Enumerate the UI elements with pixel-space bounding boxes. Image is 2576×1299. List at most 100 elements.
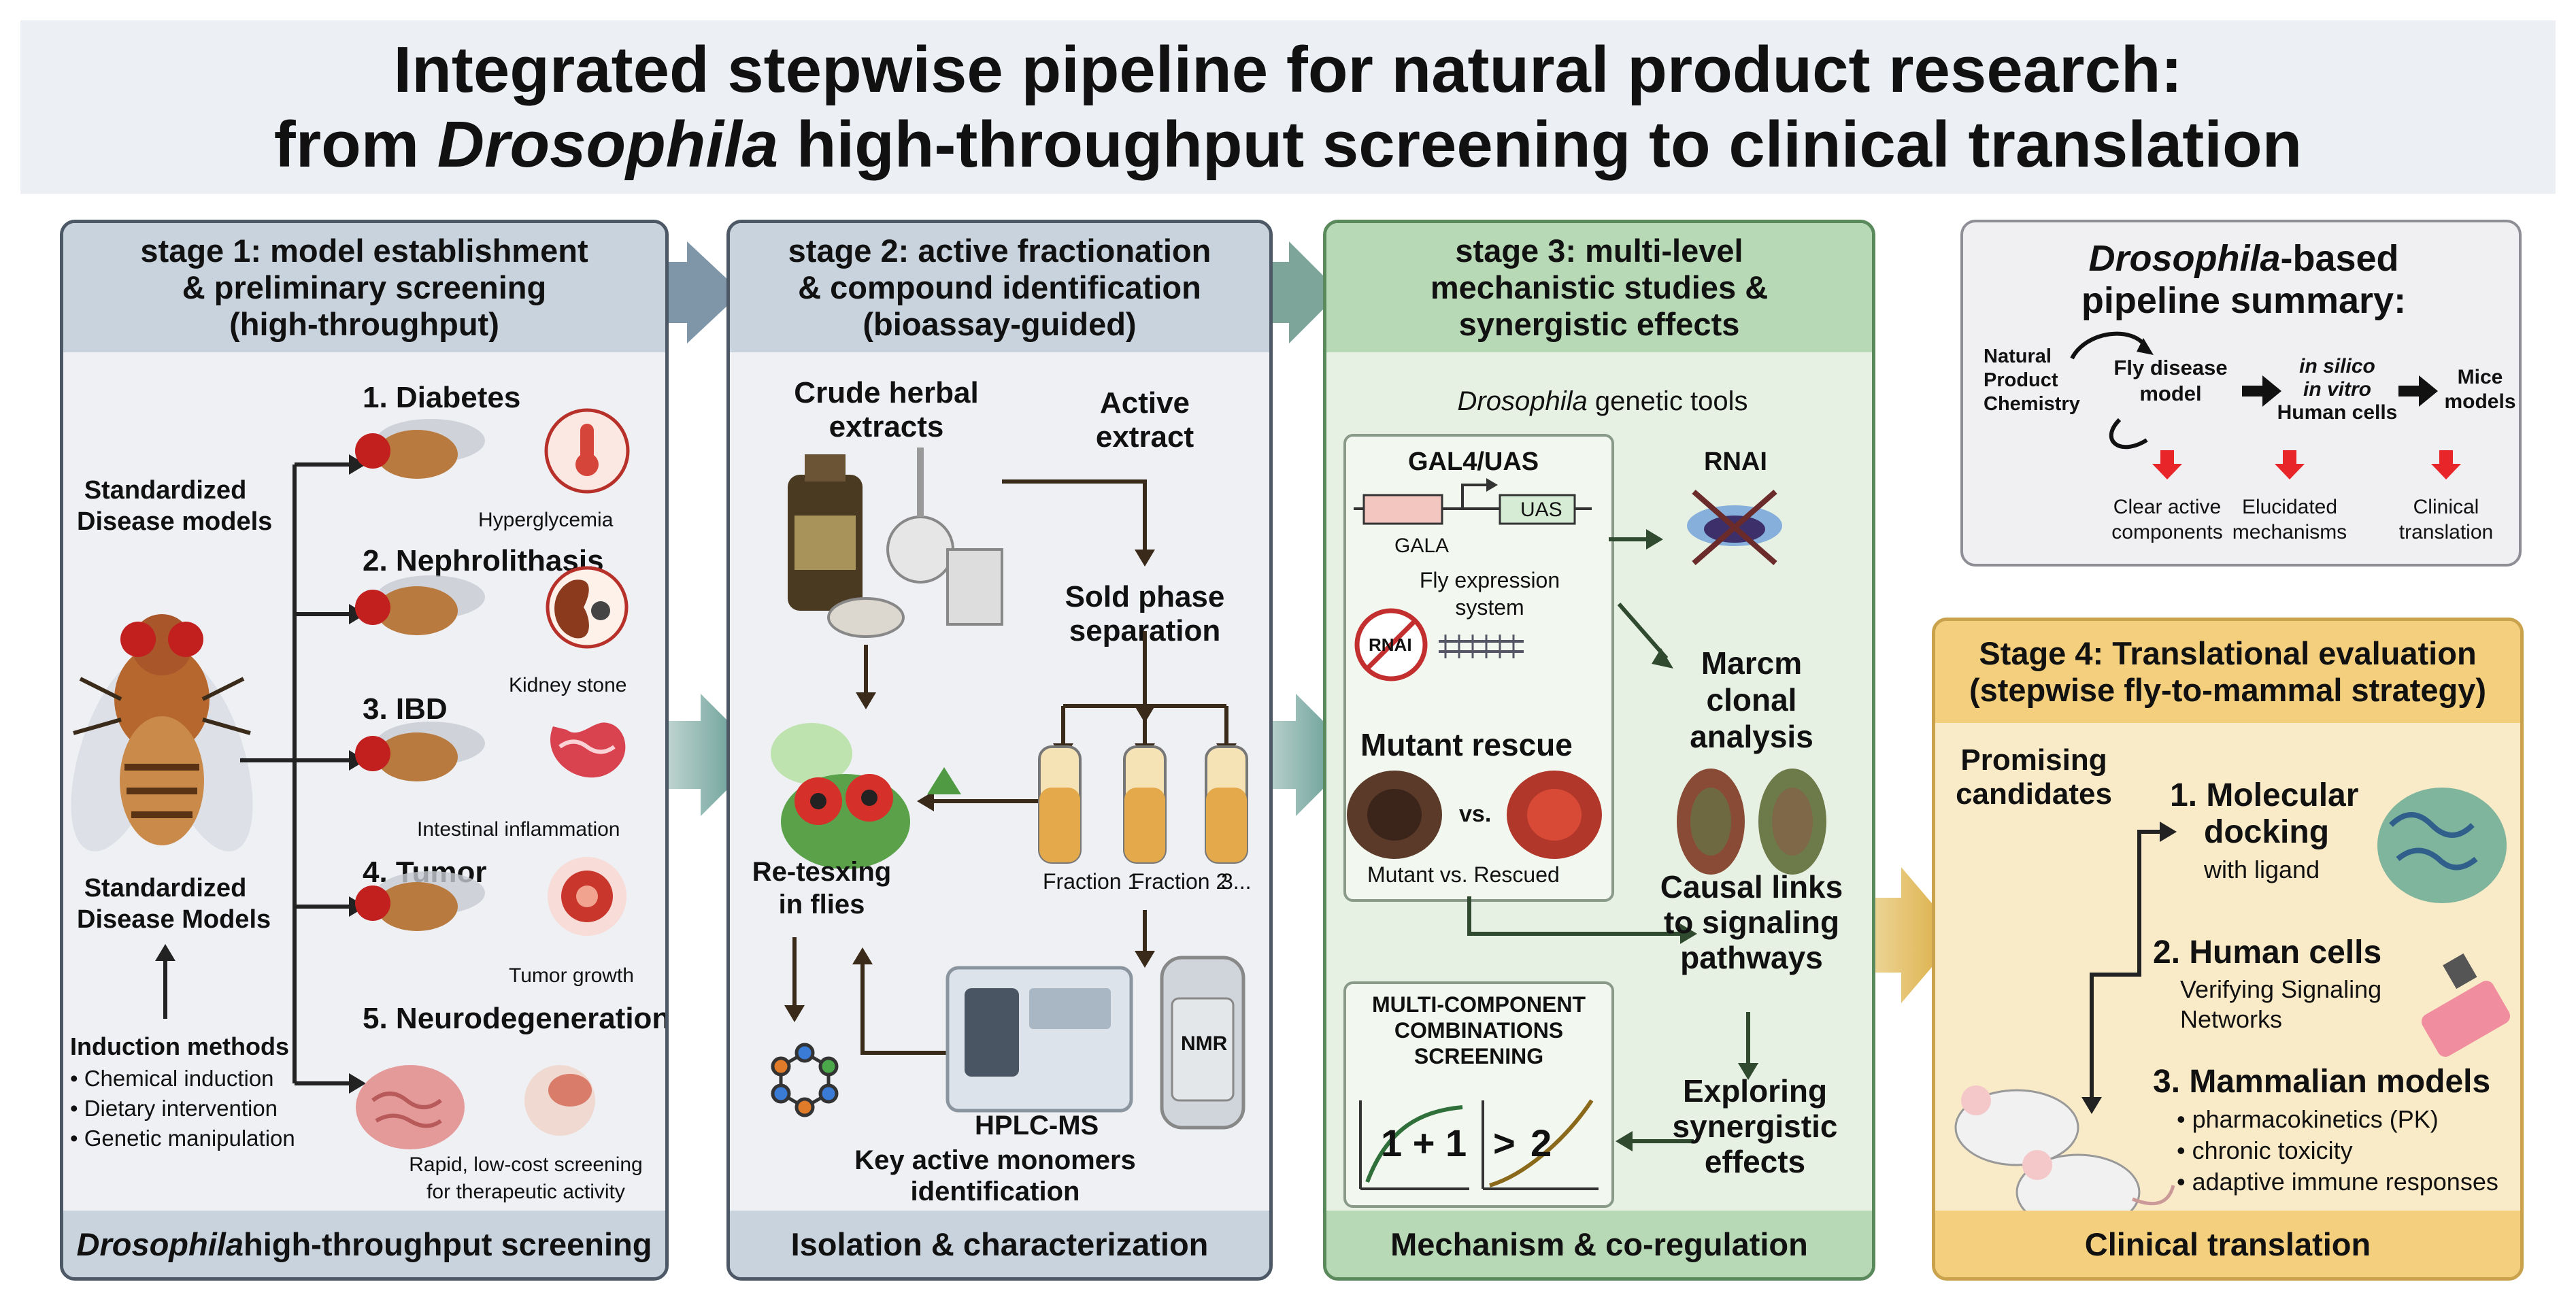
- thermometer-icon: [544, 408, 630, 494]
- human-cells-title: 2. Human cells: [2153, 934, 2382, 971]
- disease-sub-hyperglycemia: Hyperglycemia: [478, 509, 614, 531]
- small-flies: [355, 408, 630, 1149]
- mammalian-item: • pharmacokinetics (PK): [2177, 1105, 2439, 1133]
- mammalian-item: • chronic toxicity: [2177, 1136, 2353, 1164]
- disease-title-neurodegeneration: 5. Neurodegeneration: [363, 1002, 669, 1035]
- fraction-2-label: Fraction 2: [1131, 869, 1228, 894]
- summary-title: Drosophila-based pipeline summary:: [2081, 238, 2407, 321]
- induction-item: • Dietary intervention: [70, 1096, 278, 1121]
- nmr-machine-icon: [1160, 956, 1245, 1130]
- disease-title-diabetes: 1. Diabetes: [363, 381, 521, 414]
- disease-title-ibd: 3. IBD: [363, 692, 448, 726]
- small-fly-icon: [355, 871, 485, 931]
- mutant-vs-rescued-label: Mutant vs. Rescued: [1367, 862, 1560, 887]
- disease-sub-intestinal: Intestinal inflammation: [417, 818, 620, 841]
- disease-sub-tumor-growth: Tumor growth: [509, 964, 634, 987]
- fraction-tube-icon: [1205, 745, 1248, 864]
- stage1-panel: stage 1: model establishment& preliminar…: [60, 220, 669, 1281]
- stage3-footer: Mechanism & co-regulation: [1326, 1211, 1872, 1277]
- induction-item: • Chemical induction: [70, 1066, 274, 1091]
- small-fly-icon: [355, 575, 485, 635]
- disease-title-nephrolithasis: 2. Nephrolithasis: [363, 544, 604, 577]
- arrow-2-3-top: [1271, 241, 1340, 343]
- genetic-tools-label: Drosophila genetic tools: [1457, 386, 1748, 416]
- herbal-bottle-icon: [788, 454, 863, 611]
- vs-label: vs.: [1459, 801, 1492, 827]
- rnai-label: RNAI: [1704, 448, 1767, 476]
- stage4-panel: Stage 4: Translational evaluation(stepwi…: [1932, 618, 2524, 1281]
- molecule-icon: [771, 1043, 839, 1117]
- stage3-graphics: [1347, 478, 1826, 1151]
- synergy-plot: [1359, 1099, 1599, 1190]
- mutant-rescue-label: Mutant rescue: [1360, 727, 1573, 762]
- head-brain-icon: [524, 1065, 595, 1136]
- small-fly-icon: [355, 722, 485, 781]
- equation-right: 2: [1530, 1121, 1552, 1164]
- stage2-header: stage 2: active fractionation& compound …: [730, 223, 1269, 352]
- marcm-clone-icon: [1677, 769, 1826, 875]
- stage1-header: stage 1: model establishment& preliminar…: [63, 223, 665, 352]
- summary-panel: Drosophila-based pipeline summary: Natur…: [1960, 220, 2522, 567]
- hplc-label: HPLC-MS: [975, 1111, 1099, 1141]
- large-fly-icon: [71, 614, 253, 851]
- fraction-3-label: 3...: [1221, 869, 1252, 894]
- mammalian-title: 3. Mammalian models: [2153, 1064, 2491, 1100]
- title-line-1: Integrated stepwise pipeline for natural…: [393, 33, 2183, 106]
- mutant-eye-icon: [1347, 771, 1442, 859]
- hplc-machine-icon: [946, 966, 1133, 1113]
- mammalian-list: • pharmacokinetics (PK) • chronic toxici…: [2177, 1104, 2498, 1198]
- mammalian-item: • adaptive immune responses: [2177, 1168, 2498, 1196]
- tumor-icon: [548, 857, 626, 936]
- stage4-footer: Clinical translation: [1935, 1211, 2520, 1277]
- summary-arrows: [2070, 331, 2461, 479]
- stage4-header: Stage 4: Translational evaluation(stepwi…: [1935, 621, 2520, 723]
- title-band: Integrated stepwise pipeline for natural…: [20, 20, 2556, 194]
- rnai-fly-icon: [1687, 489, 1782, 566]
- title-line-2: from Drosophila high-throughput screenin…: [273, 108, 2303, 181]
- stage1-footer: Drosophila high-throughput screening: [63, 1211, 665, 1277]
- induction-item: • Genetic manipulation: [70, 1126, 295, 1151]
- kidney-icon: [546, 566, 629, 649]
- fraction-tube-icon: [1123, 745, 1167, 864]
- gala-label: GALA: [1394, 535, 1450, 557]
- induction-list: • Chemical induction • Dietary intervent…: [70, 1064, 295, 1153]
- rnai-badge-label: RNAI: [1369, 635, 1412, 655]
- fraction-tube-icon: [1038, 745, 1082, 864]
- fraction-1-label: Fraction 1: [1043, 869, 1140, 894]
- uas-label: UAS: [1520, 499, 1562, 521]
- stage1-connectors: [155, 454, 366, 1094]
- gal4-uas-construct: [1354, 478, 1592, 525]
- arrow-1-2-top: [667, 241, 741, 343]
- docking-sub: with ligand: [2204, 856, 2320, 883]
- stage2-panel: stage 2: active fractionation& compound …: [726, 220, 1273, 1281]
- stage2-graphics: [771, 448, 1248, 1130]
- nmr-label: NMR: [1181, 1032, 1228, 1055]
- stage2-footer: Isolation & characterization: [730, 1211, 1269, 1277]
- mouse-icon: [1954, 1085, 2175, 1231]
- gal4-uas-label: GAL4/UAS: [1408, 448, 1539, 476]
